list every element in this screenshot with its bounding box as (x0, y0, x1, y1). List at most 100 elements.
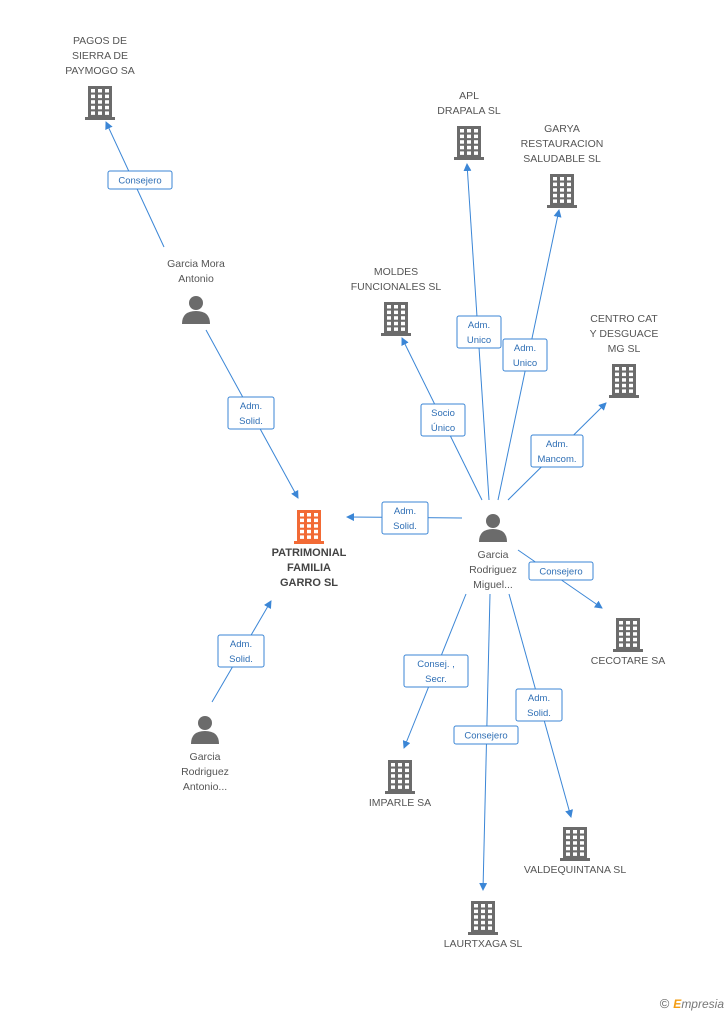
relation-label-text: Mancom. (537, 454, 576, 465)
edge-garcia_miguel-to-valdequintana: Adm. Solid. (508, 593, 573, 818)
relation-label-box[interactable] (403, 654, 469, 688)
node-label[interactable]: SALUDABLE SL (523, 153, 601, 165)
edge-garcia_miguel-to-imparle: Consej. , Secr. (402, 593, 469, 749)
node-garya[interactable]: GARYA RESTAURACION SALUDABLE SL (521, 123, 604, 208)
edge-garcia_miguel-to-patrimonial: Adm. Solid. (346, 501, 463, 535)
node-label[interactable]: Garcia (478, 549, 509, 561)
relation-label-text: Solid. (239, 416, 263, 427)
nodes-layer: PAGOS DE SIERRA DE PAYMOGO SA Garcia MoraAn… (65, 35, 665, 950)
node-garcia_antonio[interactable]: GarciaRodriguezAntonio... (181, 716, 229, 793)
node-label[interactable]: PAYMOGO SA (65, 65, 135, 77)
relation-label-text: Adm. (528, 693, 550, 704)
node-pagos[interactable]: PAGOS DE SIERRA DE PAYMOGO SA (65, 35, 135, 120)
node-label[interactable]: GARYA (544, 123, 580, 135)
relation-label-text: Adm. (394, 506, 416, 517)
node-cecotare[interactable]: CECOTARE SA (591, 618, 665, 667)
node-label[interactable]: VALDEQUINTANA SL (524, 864, 626, 876)
relation-label-box[interactable] (381, 501, 429, 535)
node-patrimonial[interactable]: PATRIMONIAL FAMILIA GARRO SL (272, 510, 347, 589)
node-label[interactable]: FUNCIONALES SL (351, 281, 442, 293)
building-icon[interactable] (294, 510, 324, 544)
relation-label-box[interactable] (502, 338, 548, 372)
building-icon[interactable] (609, 364, 639, 398)
relation-label-text: Adm. (468, 320, 490, 331)
node-label[interactable]: Antonio (178, 273, 214, 285)
node-label[interactable]: Rodriguez (469, 564, 517, 576)
copyright-symbol: © (659, 996, 670, 1011)
building-icon[interactable] (468, 901, 498, 935)
node-label[interactable]: IMPARLE SA (369, 797, 431, 809)
edge-garcia_antonio-to-patrimonial: Adm. Solid. (211, 600, 272, 703)
relation-label-box[interactable] (528, 561, 594, 581)
edge-garcia_miguel-to-cecotare: Consejero (517, 549, 603, 609)
edge-garcia_miguel-to-centro: Adm. Mancom. (507, 402, 607, 501)
node-label[interactable]: APL (459, 90, 479, 102)
node-moldes[interactable]: MOLDES FUNCIONALES SL (351, 266, 442, 336)
relation-label-text: Consej. , (417, 659, 455, 670)
person-icon[interactable] (182, 296, 210, 324)
node-valdequintana[interactable]: VALDEQUINTANA SL (524, 827, 626, 876)
building-icon[interactable] (381, 302, 411, 336)
building-icon[interactable] (385, 760, 415, 794)
node-label[interactable]: PATRIMONIAL (272, 547, 347, 559)
node-label[interactable]: SIERRA DE (72, 50, 128, 62)
relation-label-text: Adm. (514, 343, 536, 354)
relation-label-text: Unico (513, 358, 537, 369)
brand-footer: © Empresia (660, 996, 724, 1011)
edge-garcia_miguel-to-apl: Adm. Unico (456, 163, 502, 501)
node-garcia_miguel[interactable]: GarciaRodriguezMiguel... (469, 514, 517, 591)
relation-label-text: Secr. (425, 674, 447, 685)
node-centro[interactable]: CENTRO CAT Y DESGUACE MG SL (590, 313, 659, 398)
relation-label-text: Adm. (240, 401, 262, 412)
node-imparle[interactable]: IMPARLE SA (369, 760, 431, 809)
node-label[interactable]: CECOTARE SA (591, 655, 665, 667)
relation-label-box[interactable] (227, 396, 275, 430)
relation-label-text: Solid. (229, 654, 253, 665)
relation-label-text: Adm. (546, 439, 568, 450)
building-icon[interactable] (85, 86, 115, 120)
node-label[interactable]: Miguel... (473, 579, 513, 591)
node-label[interactable]: CENTRO CAT (590, 313, 658, 325)
relation-label-box[interactable] (420, 403, 466, 437)
node-label[interactable]: GARRO SL (280, 577, 338, 589)
person-icon[interactable] (191, 716, 219, 744)
node-label[interactable]: Antonio... (183, 781, 227, 793)
relation-label-box[interactable] (217, 634, 265, 668)
relation-label-text: Consejero (118, 176, 161, 187)
node-label[interactable]: LAURTXAGA SL (444, 938, 523, 950)
brand-logo: Empresia (673, 996, 724, 1011)
relation-label-box[interactable] (453, 725, 519, 745)
relation-label-box[interactable] (456, 315, 502, 349)
person-icon[interactable] (479, 514, 507, 542)
building-icon[interactable] (547, 174, 577, 208)
relation-label-text: Unico (467, 335, 491, 346)
node-label[interactable]: MG SL (608, 343, 641, 355)
relation-label-text: Consejero (464, 731, 507, 742)
relation-label-text: Solid. (527, 708, 551, 719)
node-label[interactable]: PAGOS DE (73, 35, 127, 47)
node-label[interactable]: Rodriguez (181, 766, 229, 778)
relation-label-box[interactable] (530, 434, 584, 468)
relation-label-box[interactable] (107, 170, 173, 190)
relation-label-box[interactable] (515, 688, 563, 722)
edge-garcia_miguel-to-laurtxaga: Consejero (453, 593, 519, 891)
node-laurtxaga[interactable]: LAURTXAGA SL (444, 901, 523, 950)
node-apl[interactable]: APL DRAPALA SL (437, 90, 501, 160)
node-label[interactable]: Y DESGUACE (590, 328, 659, 340)
relation-label-text: Solid. (393, 521, 417, 532)
edge-garcia_miguel-to-garya: Adm. Unico (497, 209, 562, 501)
node-label[interactable]: MOLDES (374, 266, 418, 278)
node-label[interactable]: RESTAURACION (521, 138, 604, 150)
building-icon[interactable] (613, 618, 643, 652)
edge-garcia_mora-to-patrimonial: Adm. Solid. (205, 329, 299, 499)
node-label[interactable]: DRAPALA SL (437, 105, 501, 117)
node-label[interactable]: Garcia (190, 751, 221, 763)
relation-label-text: Adm. (230, 639, 252, 650)
node-label[interactable]: FAMILIA (287, 562, 331, 574)
building-icon[interactable] (454, 126, 484, 160)
node-label[interactable]: Garcia Mora (167, 258, 225, 270)
building-icon[interactable] (560, 827, 590, 861)
